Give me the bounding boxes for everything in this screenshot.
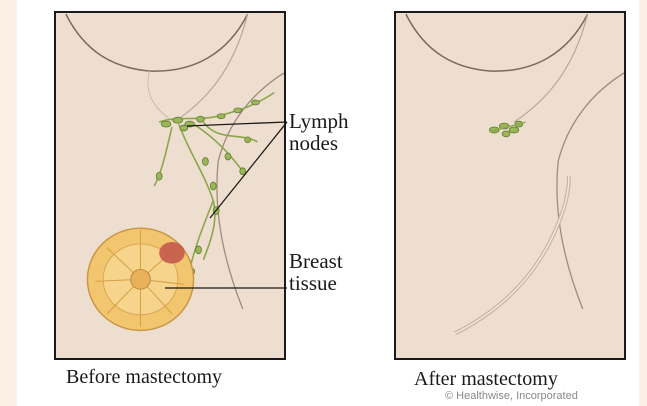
copyright-credit: © Healthwise, Incorporated (445, 390, 578, 402)
breast-tissue-drawing (87, 228, 193, 330)
before-mastectomy-illustration (54, 11, 286, 360)
before-illustration-svg (56, 13, 284, 358)
before-caption: Before mastectomy (66, 366, 222, 389)
after-mastectomy-illustration (394, 11, 626, 360)
breast-tissue-label: Breast tissue (289, 250, 343, 294)
after-caption: After mastectomy (414, 368, 558, 391)
after-illustration-svg (396, 13, 624, 358)
tumor (159, 242, 185, 264)
lymph-nodes-label: Lymph nodes (289, 110, 349, 154)
diagram-stage: Lymph nodes Breast tissue Before mastect… (17, 0, 639, 406)
